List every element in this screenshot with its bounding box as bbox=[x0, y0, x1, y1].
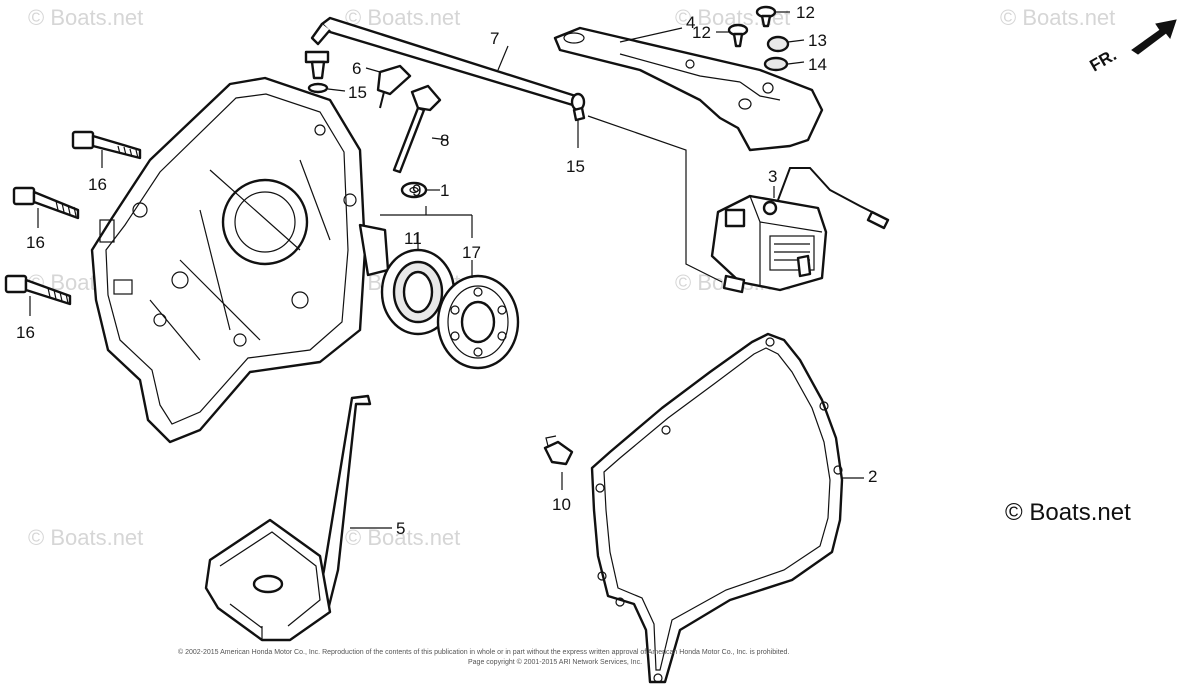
callout-15: 15 bbox=[566, 157, 585, 176]
leader-lines bbox=[29, 11, 864, 529]
callout-8: 8 bbox=[440, 131, 449, 150]
direction-label: FR. bbox=[1087, 45, 1120, 75]
callout-6: 6 bbox=[352, 59, 361, 78]
watermark: © Boats.net bbox=[28, 525, 143, 550]
breather-tube bbox=[304, 16, 586, 112]
callout-17: 17 bbox=[462, 243, 481, 262]
callout-5: 5 bbox=[396, 519, 405, 538]
callout-13: 13 bbox=[808, 31, 827, 50]
watermark: © Boats.net bbox=[28, 5, 143, 30]
callout-12: 12 bbox=[796, 3, 815, 22]
oil-guide-plate bbox=[204, 394, 372, 642]
callout-16: 16 bbox=[88, 175, 107, 194]
oil-level-gauge bbox=[392, 84, 442, 174]
ball-bearing bbox=[436, 274, 520, 370]
oil-seal bbox=[380, 248, 456, 336]
copyright-line: © 2002-2015 American Honda Motor Co., In… bbox=[178, 648, 789, 656]
watermark: © Boats.net bbox=[345, 5, 460, 30]
callout-labels: 1 2 3 4 5 6 7 8 9 10 11 12 12 13 14 15 1… bbox=[16, 3, 877, 538]
callout-16: 16 bbox=[26, 233, 45, 252]
watermark: © Boats.net bbox=[1000, 5, 1115, 30]
brand-label: © Boats.net bbox=[1005, 499, 1131, 526]
oil-alert-unit bbox=[710, 167, 890, 294]
mounting-bracket bbox=[553, 26, 824, 152]
bolt bbox=[543, 435, 574, 466]
callout-14: 14 bbox=[808, 55, 827, 74]
callout-9: 9 bbox=[412, 181, 421, 200]
callout-4: 4 bbox=[686, 13, 695, 32]
screw bbox=[727, 23, 749, 48]
callout-15: 15 bbox=[348, 83, 367, 102]
case-cover-gasket bbox=[590, 332, 844, 684]
callout-2: 2 bbox=[868, 467, 877, 486]
callout-11: 11 bbox=[404, 229, 422, 248]
flange-bolt bbox=[4, 274, 72, 306]
tube-clip bbox=[376, 64, 412, 109]
crankcase-cover bbox=[90, 76, 390, 444]
callout-12: 12 bbox=[692, 23, 711, 42]
callout-7: 7 bbox=[490, 29, 499, 48]
clip bbox=[572, 106, 586, 122]
watermark: © Boats.net bbox=[345, 525, 460, 550]
screw bbox=[755, 5, 777, 28]
callout-1: 1 bbox=[440, 181, 449, 200]
flange-bolt bbox=[71, 130, 142, 160]
copyright-line: Page copyright © 2001-2015 ARI Network S… bbox=[468, 658, 642, 666]
lock-washer bbox=[763, 56, 789, 72]
callout-10: 10 bbox=[552, 495, 571, 514]
nut bbox=[766, 35, 790, 53]
callout-3: 3 bbox=[768, 167, 777, 186]
clip bbox=[307, 82, 329, 94]
flange-bolt bbox=[12, 186, 80, 220]
callout-16: 16 bbox=[16, 323, 35, 342]
